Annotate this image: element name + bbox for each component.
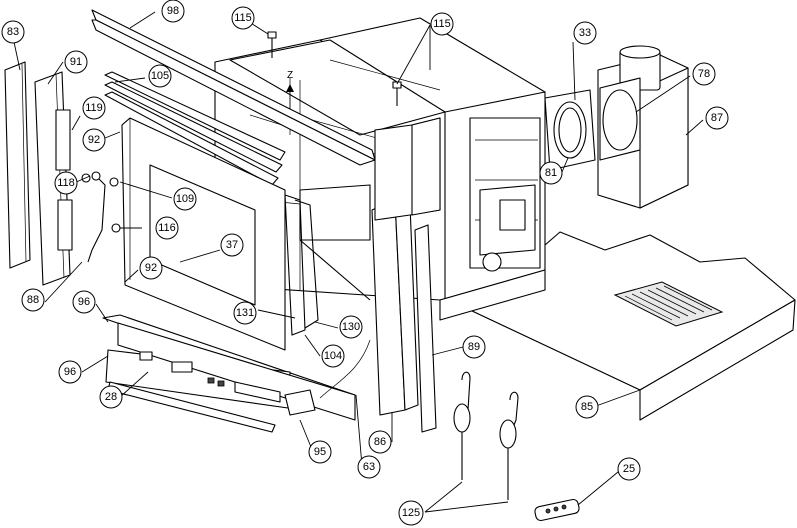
svg-text:109: 109 bbox=[176, 193, 194, 205]
flue-assembly bbox=[544, 45, 689, 209]
callout-83: 83 bbox=[1, 20, 25, 44]
svg-text:83: 83 bbox=[7, 26, 19, 38]
svg-text:85: 85 bbox=[581, 401, 593, 413]
svg-text:37: 37 bbox=[226, 239, 238, 251]
front-post-86 bbox=[371, 117, 441, 416]
callout-104: 104 bbox=[321, 344, 345, 368]
callout-33: 33 bbox=[573, 21, 597, 45]
callout-96-bottom: 96 bbox=[58, 360, 82, 384]
callout-86: 86 bbox=[368, 430, 392, 454]
svg-text:33: 33 bbox=[579, 27, 591, 39]
callout-105: 105 bbox=[148, 64, 172, 88]
svg-text:96: 96 bbox=[64, 366, 76, 378]
callout-118: 118 bbox=[54, 171, 78, 195]
callout-119: 119 bbox=[82, 96, 106, 120]
svg-text:131: 131 bbox=[236, 307, 254, 319]
cable-63 bbox=[319, 339, 371, 399]
svg-text:95: 95 bbox=[314, 446, 326, 458]
screw-115-right bbox=[392, 81, 402, 106]
screw-115-left bbox=[267, 31, 277, 58]
callout-95: 95 bbox=[308, 440, 332, 464]
svg-text:116: 116 bbox=[158, 222, 176, 234]
callout-98: 98 bbox=[161, 0, 185, 23]
remote-control-25 bbox=[534, 498, 580, 522]
callout-37: 37 bbox=[220, 233, 244, 257]
svg-text:119: 119 bbox=[85, 102, 103, 114]
gasket-131 bbox=[284, 194, 319, 336]
z-axis-label: Z bbox=[287, 70, 293, 81]
callout-115-left: 115 bbox=[231, 6, 255, 30]
svg-text:92: 92 bbox=[88, 134, 100, 146]
callout-92-bottom: 92 bbox=[139, 256, 163, 280]
hinge-88 bbox=[87, 174, 106, 263]
trim-post-89 bbox=[414, 224, 437, 433]
svg-text:130: 130 bbox=[342, 321, 360, 333]
svg-text:91: 91 bbox=[70, 56, 82, 68]
svg-text:96: 96 bbox=[78, 296, 90, 308]
svg-text:88: 88 bbox=[27, 294, 39, 306]
callout-125: 125 bbox=[398, 500, 424, 526]
svg-text:87: 87 bbox=[711, 112, 723, 124]
svg-text:78: 78 bbox=[698, 68, 710, 80]
callout-78: 78 bbox=[692, 62, 716, 86]
module-95 bbox=[284, 389, 316, 416]
side-panel-83 bbox=[4, 61, 31, 269]
top-rail-part bbox=[104, 71, 286, 186]
svg-text:28: 28 bbox=[105, 391, 117, 403]
callout-85: 85 bbox=[575, 395, 599, 419]
svg-text:81: 81 bbox=[545, 167, 557, 179]
svg-text:86: 86 bbox=[374, 436, 386, 448]
svg-text:105: 105 bbox=[151, 70, 169, 82]
svg-text:115: 115 bbox=[433, 18, 451, 30]
svg-text:98: 98 bbox=[167, 5, 179, 17]
callout-116: 116 bbox=[155, 216, 179, 240]
hook-tool-125 bbox=[453, 371, 519, 500]
callout-63: 63 bbox=[357, 455, 381, 479]
callout-115-right: 115 bbox=[430, 12, 454, 36]
svg-text:115: 115 bbox=[234, 12, 252, 24]
callout-88: 88 bbox=[21, 288, 45, 312]
callout-109: 109 bbox=[173, 187, 197, 211]
callout-92-top: 92 bbox=[82, 128, 106, 152]
callout-28: 28 bbox=[99, 385, 123, 409]
callout-25: 25 bbox=[617, 457, 641, 481]
svg-text:92: 92 bbox=[145, 262, 157, 274]
callout-87: 87 bbox=[705, 106, 729, 130]
svg-text:125: 125 bbox=[402, 507, 420, 519]
callout-91: 91 bbox=[64, 50, 88, 74]
control-panel-96 bbox=[102, 314, 356, 421]
svg-text:118: 118 bbox=[57, 177, 75, 189]
svg-text:89: 89 bbox=[468, 341, 480, 353]
svg-text:63: 63 bbox=[363, 461, 375, 473]
callout-130: 130 bbox=[339, 315, 363, 339]
callout-81: 81 bbox=[539, 161, 563, 185]
callout-96-top: 96 bbox=[72, 290, 96, 314]
callout-131: 131 bbox=[233, 301, 257, 325]
svg-text:104: 104 bbox=[324, 350, 342, 362]
svg-text:25: 25 bbox=[623, 463, 635, 475]
top-beam-face bbox=[91, 19, 376, 166]
callout-89: 89 bbox=[462, 335, 486, 359]
base-tray bbox=[469, 231, 796, 421]
